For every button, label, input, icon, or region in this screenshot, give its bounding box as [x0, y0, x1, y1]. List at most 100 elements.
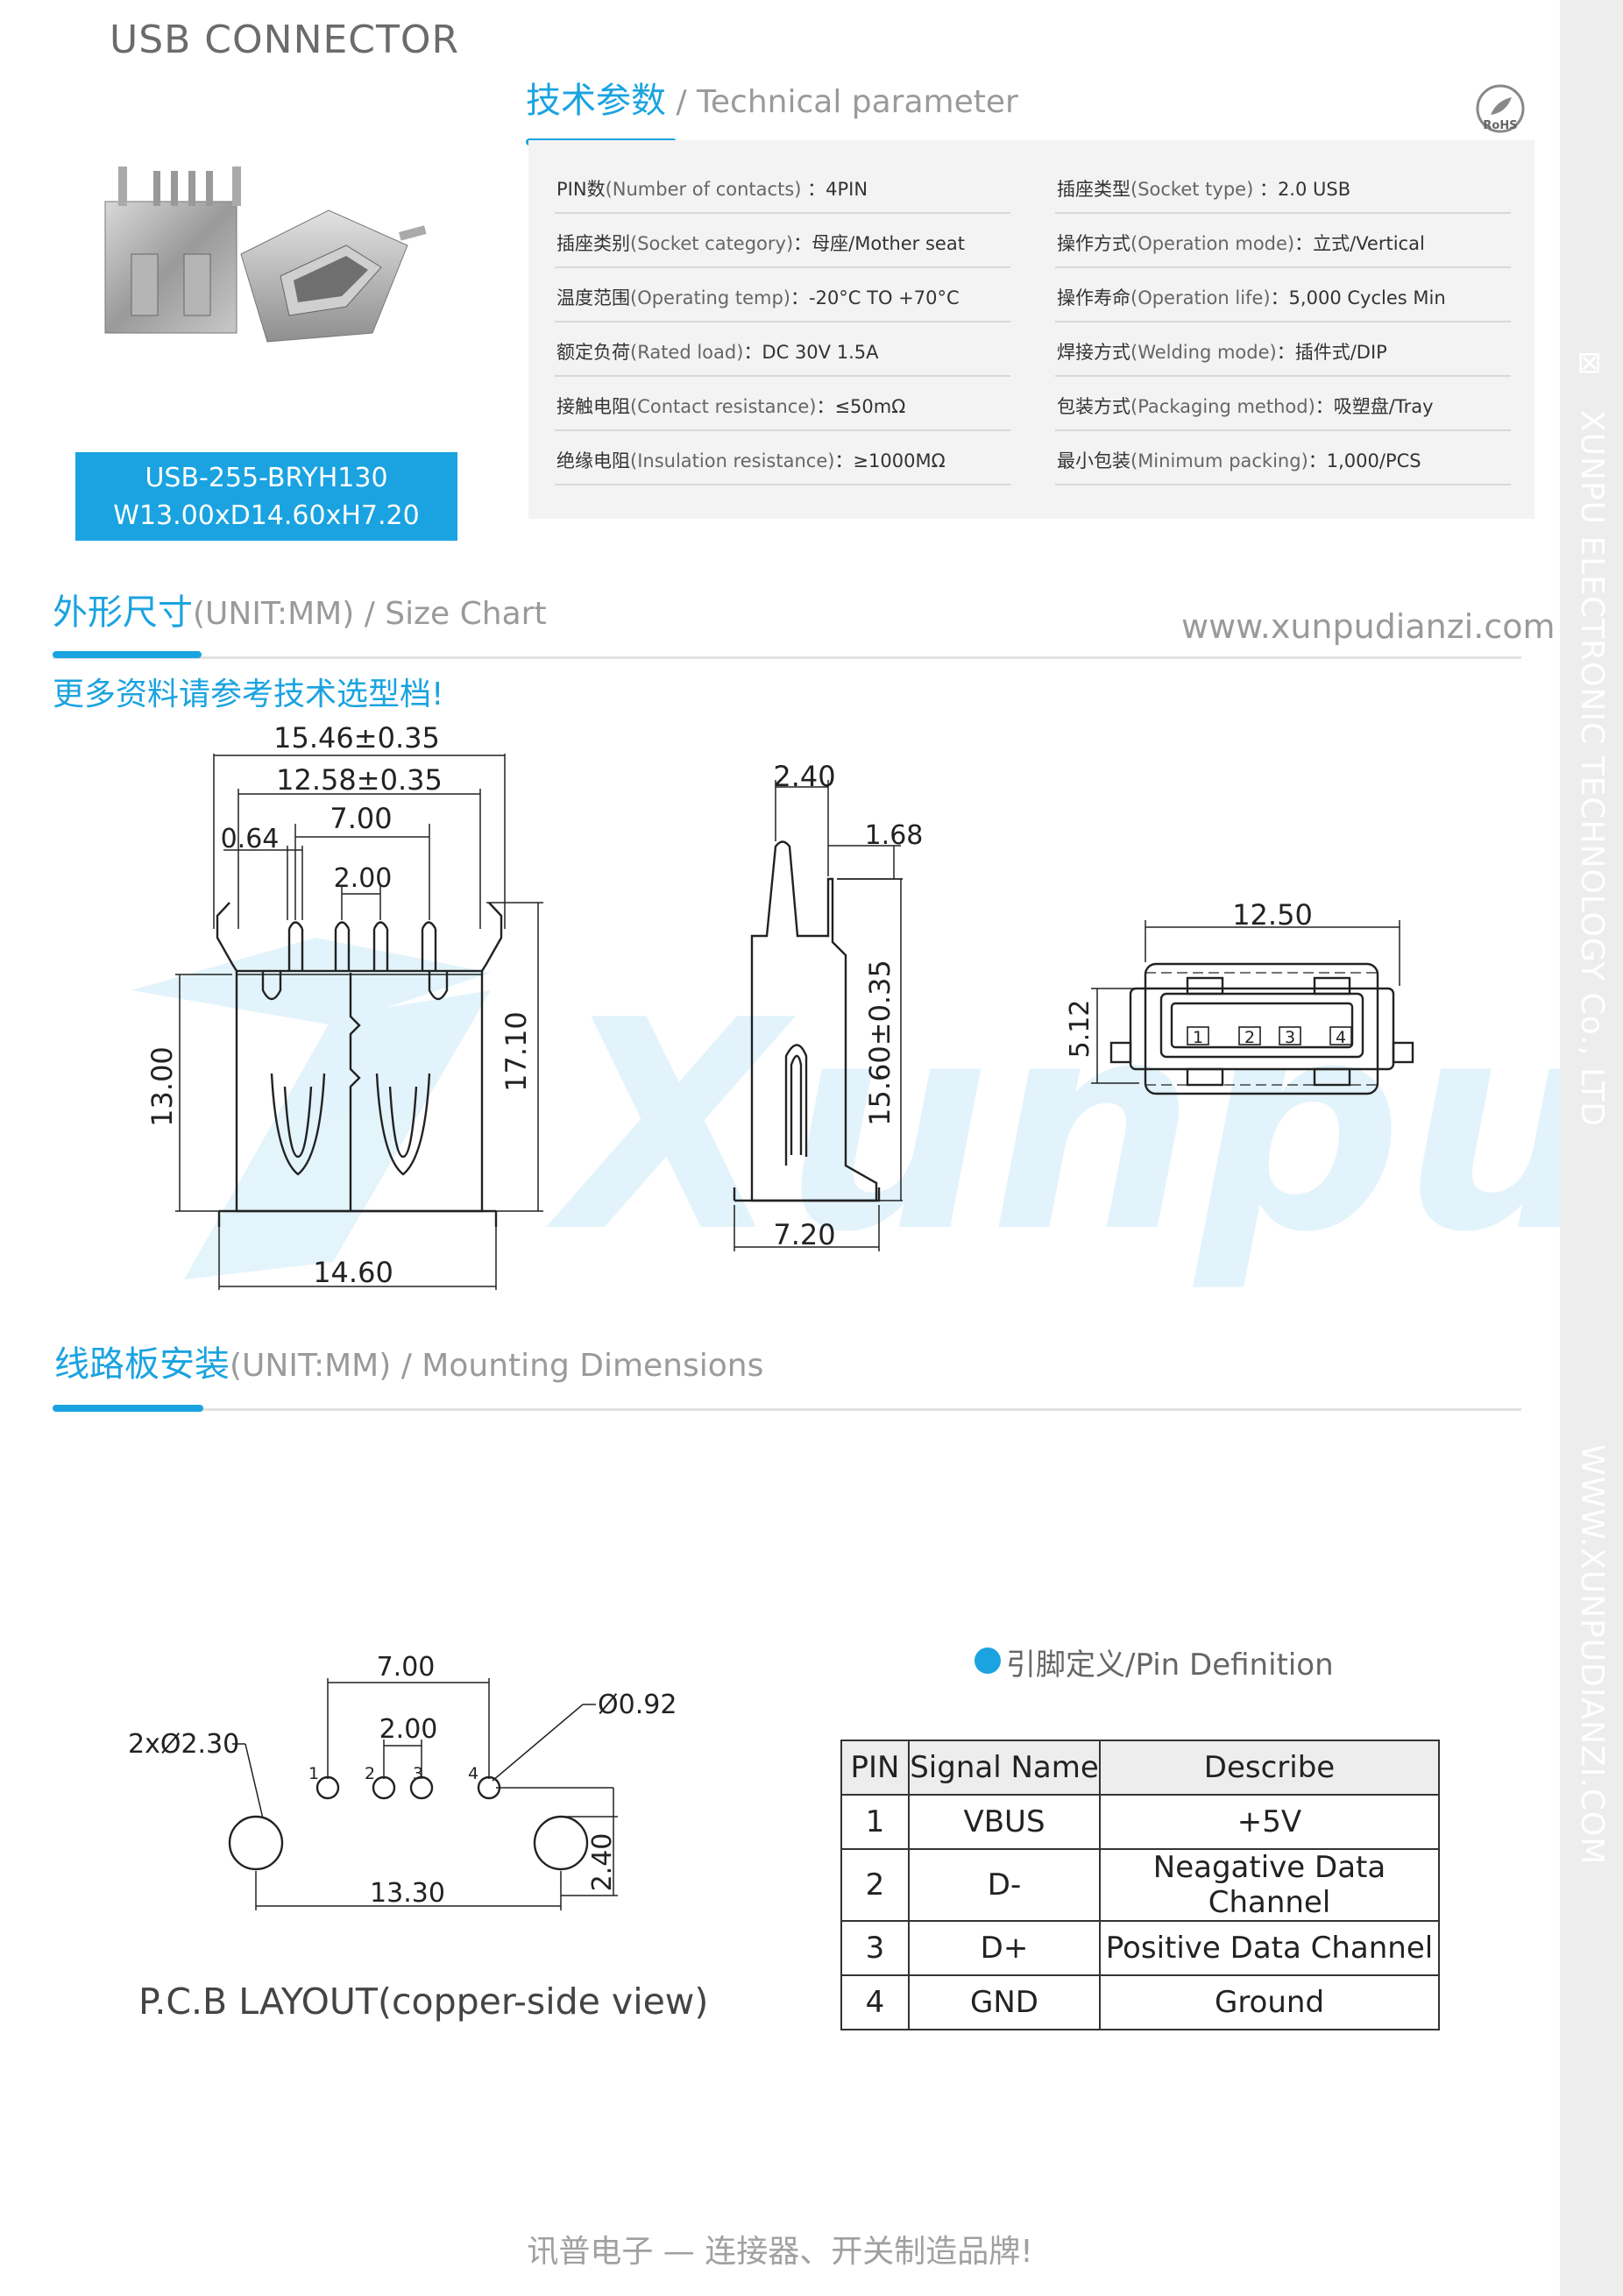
pcb-dim-200: 2.00 [379, 1714, 438, 1745]
watermark-logo: Xunpu [131, 938, 1560, 1295]
table-row: 2 D- Neagative Data Channel [840, 1848, 1440, 1922]
top-pin-2: 2 [1244, 1028, 1255, 1047]
tech-param-label-en: (Rated load) [630, 342, 744, 363]
tech-param-row: 最小包装(Minimum packing)：1,000/PCS [1057, 447, 1421, 473]
dim-front-1546: 15.46±0.35 [273, 721, 440, 755]
dim-side-720: 7.20 [773, 1218, 835, 1251]
tech-param-panel [528, 140, 1534, 519]
pin-table-header-signal: Signal Name [908, 1740, 1101, 1796]
model-box: USB-255-BRYH130 W13.00xD14.60xH7.20 [75, 452, 457, 541]
tech-param-value: ：≥1000MΩ [834, 450, 946, 471]
tech-param-separator [555, 429, 1010, 431]
tech-param-label-zh: 包装方式 [1057, 396, 1130, 417]
tech-param-separator [1055, 321, 1511, 322]
tech-param-row: 插座类型(Socket type) ：2.0 USB [1057, 175, 1350, 202]
tech-param-separator [555, 212, 1010, 214]
tech-param-separator [555, 375, 1010, 377]
tech-param-value: ：5,000 Cycles Min [1270, 287, 1446, 308]
top-pin-3: 3 [1285, 1028, 1295, 1047]
page-title: USB CONNECTOR [110, 18, 460, 62]
tech-param-separator [1055, 484, 1511, 485]
pin-definition-title: 引脚定义/Pin Definition [1006, 1648, 1334, 1683]
rohs-icon: RoHS [1475, 83, 1526, 134]
tech-param-row: 操作方式(Operation mode)：立式/Vertical [1057, 230, 1425, 256]
dim-side-168: 1.68 [865, 820, 924, 851]
dim-front-1460: 14.60 [313, 1256, 393, 1289]
signal-cell: D- [908, 1848, 1101, 1922]
signal-cell: GND [908, 1974, 1101, 2030]
pcb-dim-big-hole: 2xØ2.30 [128, 1729, 239, 1760]
pin-table-header-row: PIN Signal Name Describe [840, 1740, 1440, 1796]
watermark-text: Xunpu [542, 959, 1560, 1295]
dim-front-1300: 13.00 [145, 1046, 179, 1127]
dim-side-1560: 15.60±0.35 [863, 960, 897, 1126]
tech-param-separator [555, 321, 1010, 322]
tech-param-value: ：2.0 USB [1253, 179, 1351, 200]
tech-param-label-zh: 插座类型 [1057, 179, 1130, 200]
tech-param-row: 插座类别(Socket category)：母座/Mother seat [556, 230, 965, 256]
pcb-dim-1330: 13.30 [370, 1878, 445, 1909]
tech-param-label-en: (Operation mode) [1130, 233, 1295, 254]
size-chart-rule [53, 656, 1521, 659]
tech-param-label-en: (Socket type) [1130, 179, 1254, 200]
model-dimensions: W13.00xD14.60xH7.20 [113, 500, 420, 531]
tech-param-label-en: (Operation life) [1130, 287, 1271, 308]
tech-param-row: 绝缘电阻(Insulation resistance)：≥1000MΩ [556, 447, 946, 473]
tech-param-label-en: (Contact resistance) [630, 396, 817, 417]
table-row: 3 D+ Positive Data Channel [840, 1920, 1440, 1976]
pcb-pin-2: 2 [365, 1764, 375, 1783]
mounting-heading-en: (UNIT:MM) / Mounting Dimensions [230, 1348, 764, 1384]
tech-param-separator [1055, 375, 1511, 377]
describe-cell: Ground [1099, 1974, 1440, 2030]
tech-param-label-zh: PIN数 [556, 179, 606, 200]
tech-param-row: PIN数(Number of contacts) ：4PIN [556, 175, 868, 202]
pcb-pin-4: 4 [468, 1764, 478, 1783]
tech-param-label-en: (Socket category) [630, 233, 794, 254]
pcb-dim-hole: Ø0.92 [598, 1690, 677, 1720]
model-part-number: USB-255-BRYH130 [145, 463, 388, 493]
pin-table-header-pin: PIN [840, 1740, 910, 1796]
top-pin-4: 4 [1336, 1028, 1346, 1047]
tech-param-heading-zh: 技术参数 [526, 81, 666, 121]
size-chart-drawing: Xunpu [131, 721, 1560, 1295]
tech-param-value: ：立式/Vertical [1294, 233, 1425, 254]
pin-cell: 2 [840, 1848, 910, 1922]
side-company-text: XUNPU ELECTRONIC TECHNOLOGY Co., LTD [1574, 410, 1610, 1128]
tech-param-value: ：-20°C TO +70°C [790, 287, 960, 308]
tech-param-value: ：4PIN [801, 179, 868, 200]
table-row: 1 VBUS +5V [840, 1794, 1440, 1850]
dim-front-064: 0.64 [221, 824, 280, 854]
tech-param-label-zh: 绝缘电阻 [556, 450, 630, 471]
tech-param-value: ：母座/Mother seat [793, 233, 965, 254]
tech-param-label-zh: 温度范围 [556, 287, 630, 308]
pcb-layout-drawing: 7.00 2.00 Ø0.92 2xØ2.30 13.30 2.40 1 2 3… [128, 1652, 677, 1910]
dim-top-512: 5.12 [1065, 1000, 1095, 1059]
mounting-rule [54, 1408, 1521, 1411]
dim-top-1250: 12.50 [1232, 898, 1313, 932]
signal-cell: VBUS [908, 1794, 1101, 1850]
pin-table-header-describe: Describe [1099, 1740, 1440, 1796]
tech-param-label-zh: 最小包装 [1057, 450, 1130, 471]
describe-cell: Positive Data Channel [1099, 1920, 1440, 1976]
mounting-heading-zh: 线路板安装 [54, 1344, 230, 1385]
tech-param-label-en: (Operating temp) [630, 287, 790, 308]
tech-param-row: 接触电阻(Contact resistance)：≤50mΩ [556, 393, 905, 419]
pin-definition-bullet-icon [975, 1648, 1001, 1674]
tech-param-separator [555, 484, 1010, 485]
size-chart-accent-bar [53, 651, 202, 658]
pcb-layout-label: P.C.B LAYOUT(copper-side view) [138, 1981, 709, 2023]
rohs-text: RoHS [1483, 119, 1517, 132]
dim-front-1258: 12.58±0.35 [276, 763, 443, 797]
side-strip: ⊠ XUNPU ELECTRONIC TECHNOLOGY Co., LTD W… [1560, 0, 1623, 2296]
tech-param-label-zh: 接触电阻 [556, 396, 630, 417]
tech-param-label-en: (Number of contacts) [605, 179, 802, 200]
tech-param-row: 包装方式(Packaging method)：吸塑盘/Tray [1057, 393, 1434, 419]
tech-param-label-en: (Minimum packing) [1130, 450, 1308, 471]
pcb-pin-3: 3 [413, 1764, 423, 1783]
pcb-pin-1: 1 [308, 1764, 319, 1783]
tech-param-label-zh: 焊接方式 [1057, 342, 1130, 363]
website-link[interactable]: www.xunpudianzi.com [1181, 607, 1556, 646]
tech-param-label-zh: 操作寿命 [1057, 287, 1130, 308]
product-photo [83, 149, 451, 368]
tech-param-label-zh: 操作方式 [1057, 233, 1130, 254]
